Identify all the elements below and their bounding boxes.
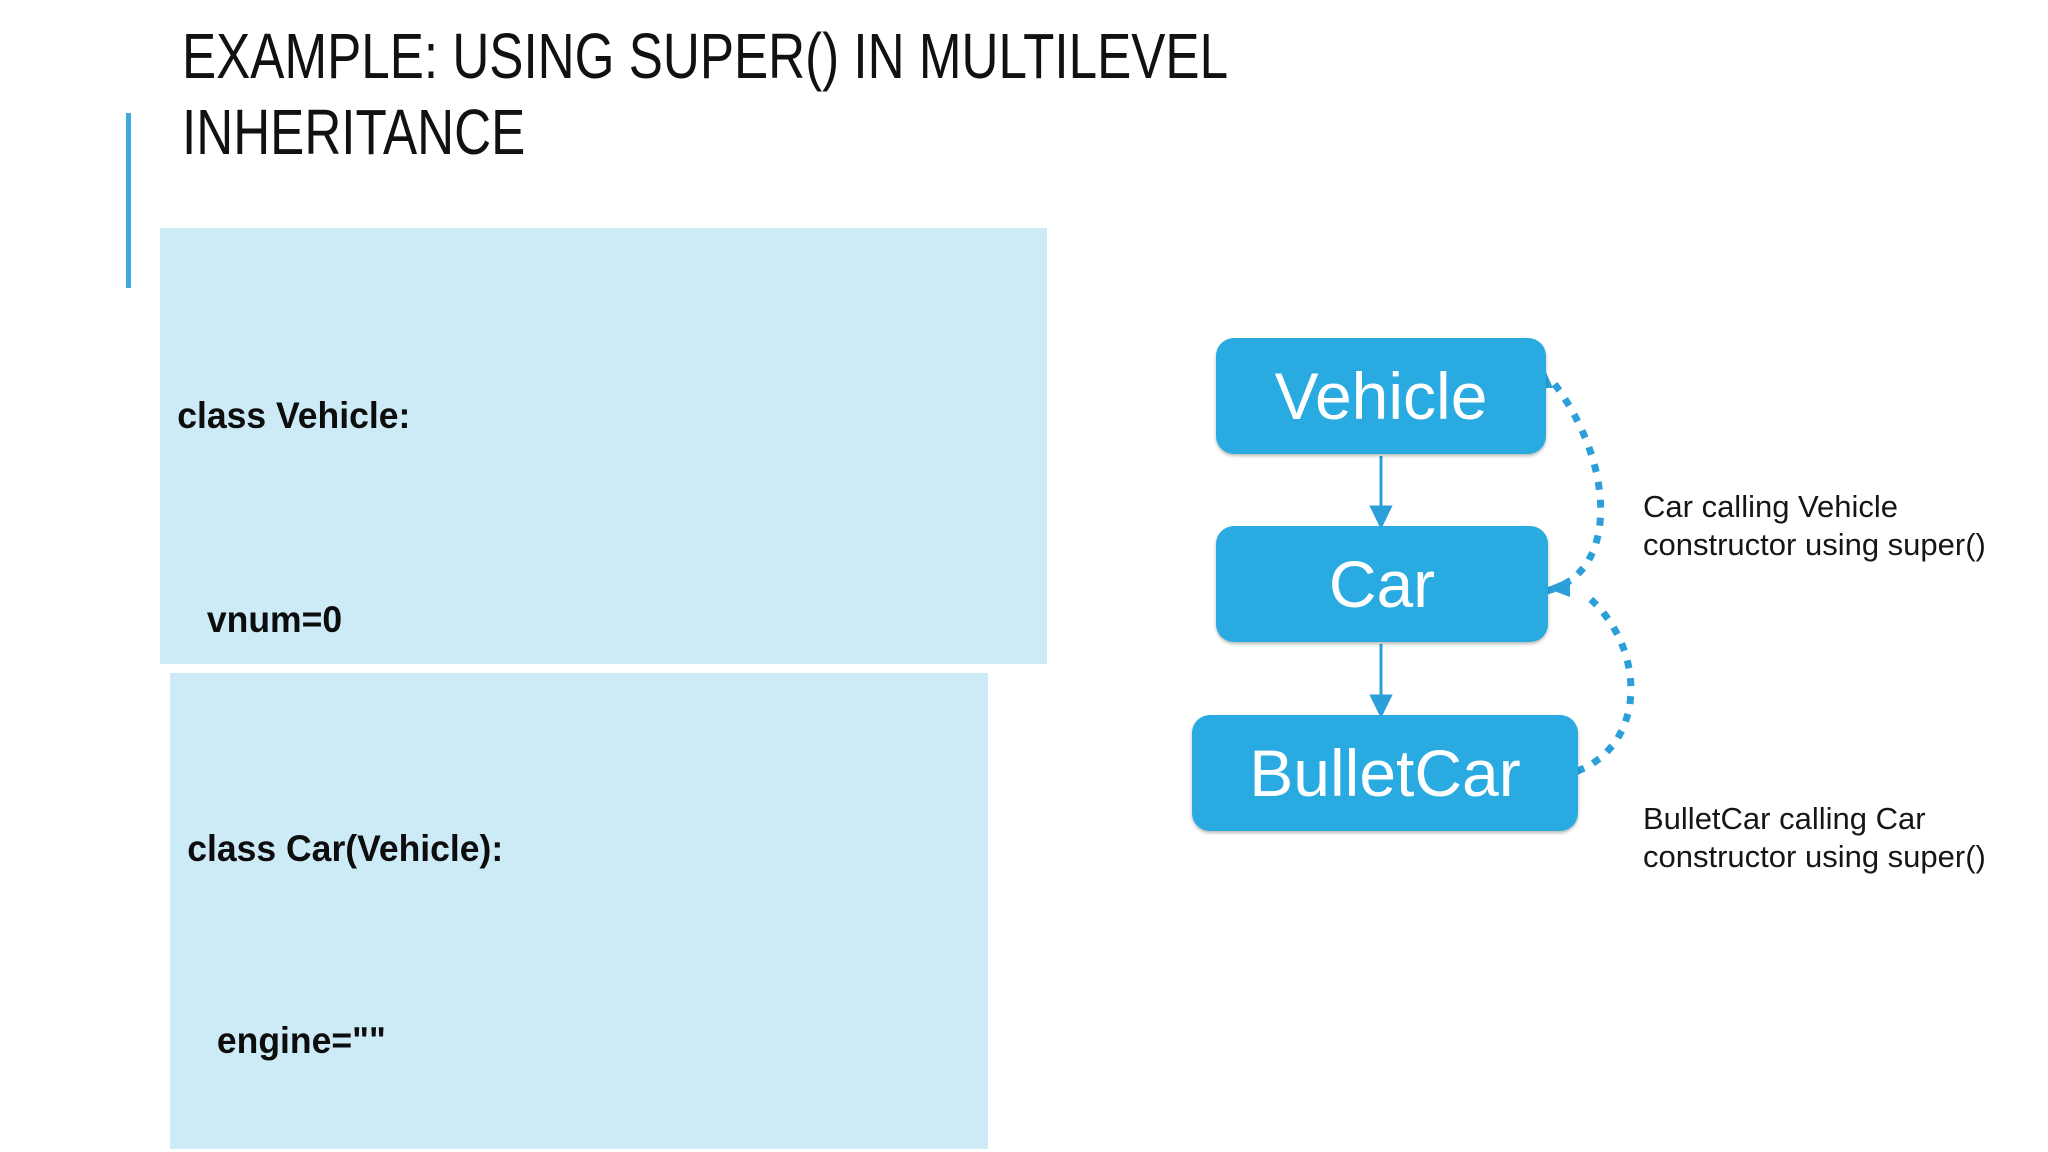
code-block-vehicle: class Vehicle: vnum=0 def __init__(self,… (160, 228, 1047, 1048)
code-line: vnum=0 (177, 599, 343, 640)
node-car[interactable]: Car (1216, 526, 1548, 642)
node-car-label: Car (1328, 547, 1436, 621)
node-bulletcar[interactable]: BulletCar (1192, 715, 1578, 831)
node-vehicle-label: Vehicle (1274, 359, 1488, 433)
code-line: class Vehicle: (177, 395, 411, 436)
code-line: class Car(Vehicle): (187, 828, 504, 869)
node-vehicle[interactable]: Vehicle (1216, 338, 1546, 454)
dotted-arrow-bulletcar-to-car (1575, 587, 1635, 775)
dotted-arrow-car-to-vehicle (1545, 373, 1605, 595)
node-bulletcar-label: BulletCar (1249, 736, 1521, 810)
code-line: engine="" (187, 1020, 386, 1061)
annotation-car-calling-vehicle: Car calling Vehicle constructor using su… (1643, 489, 1986, 562)
dotted-arrowhead-car (1546, 578, 1570, 597)
page-title: EXAMPLE: USING SUPER() IN MULTILEVEL INH… (182, 20, 1241, 168)
title-accent-bar (126, 113, 131, 288)
code-block-car: class Car(Vehicle): engine="" def __init… (170, 673, 988, 1149)
class-hierarchy-diagram: Vehicle Car BulletCar (1150, 300, 1710, 880)
annotation-bulletcar-calling-car: BulletCar calling Car constructor using … (1643, 801, 1986, 874)
